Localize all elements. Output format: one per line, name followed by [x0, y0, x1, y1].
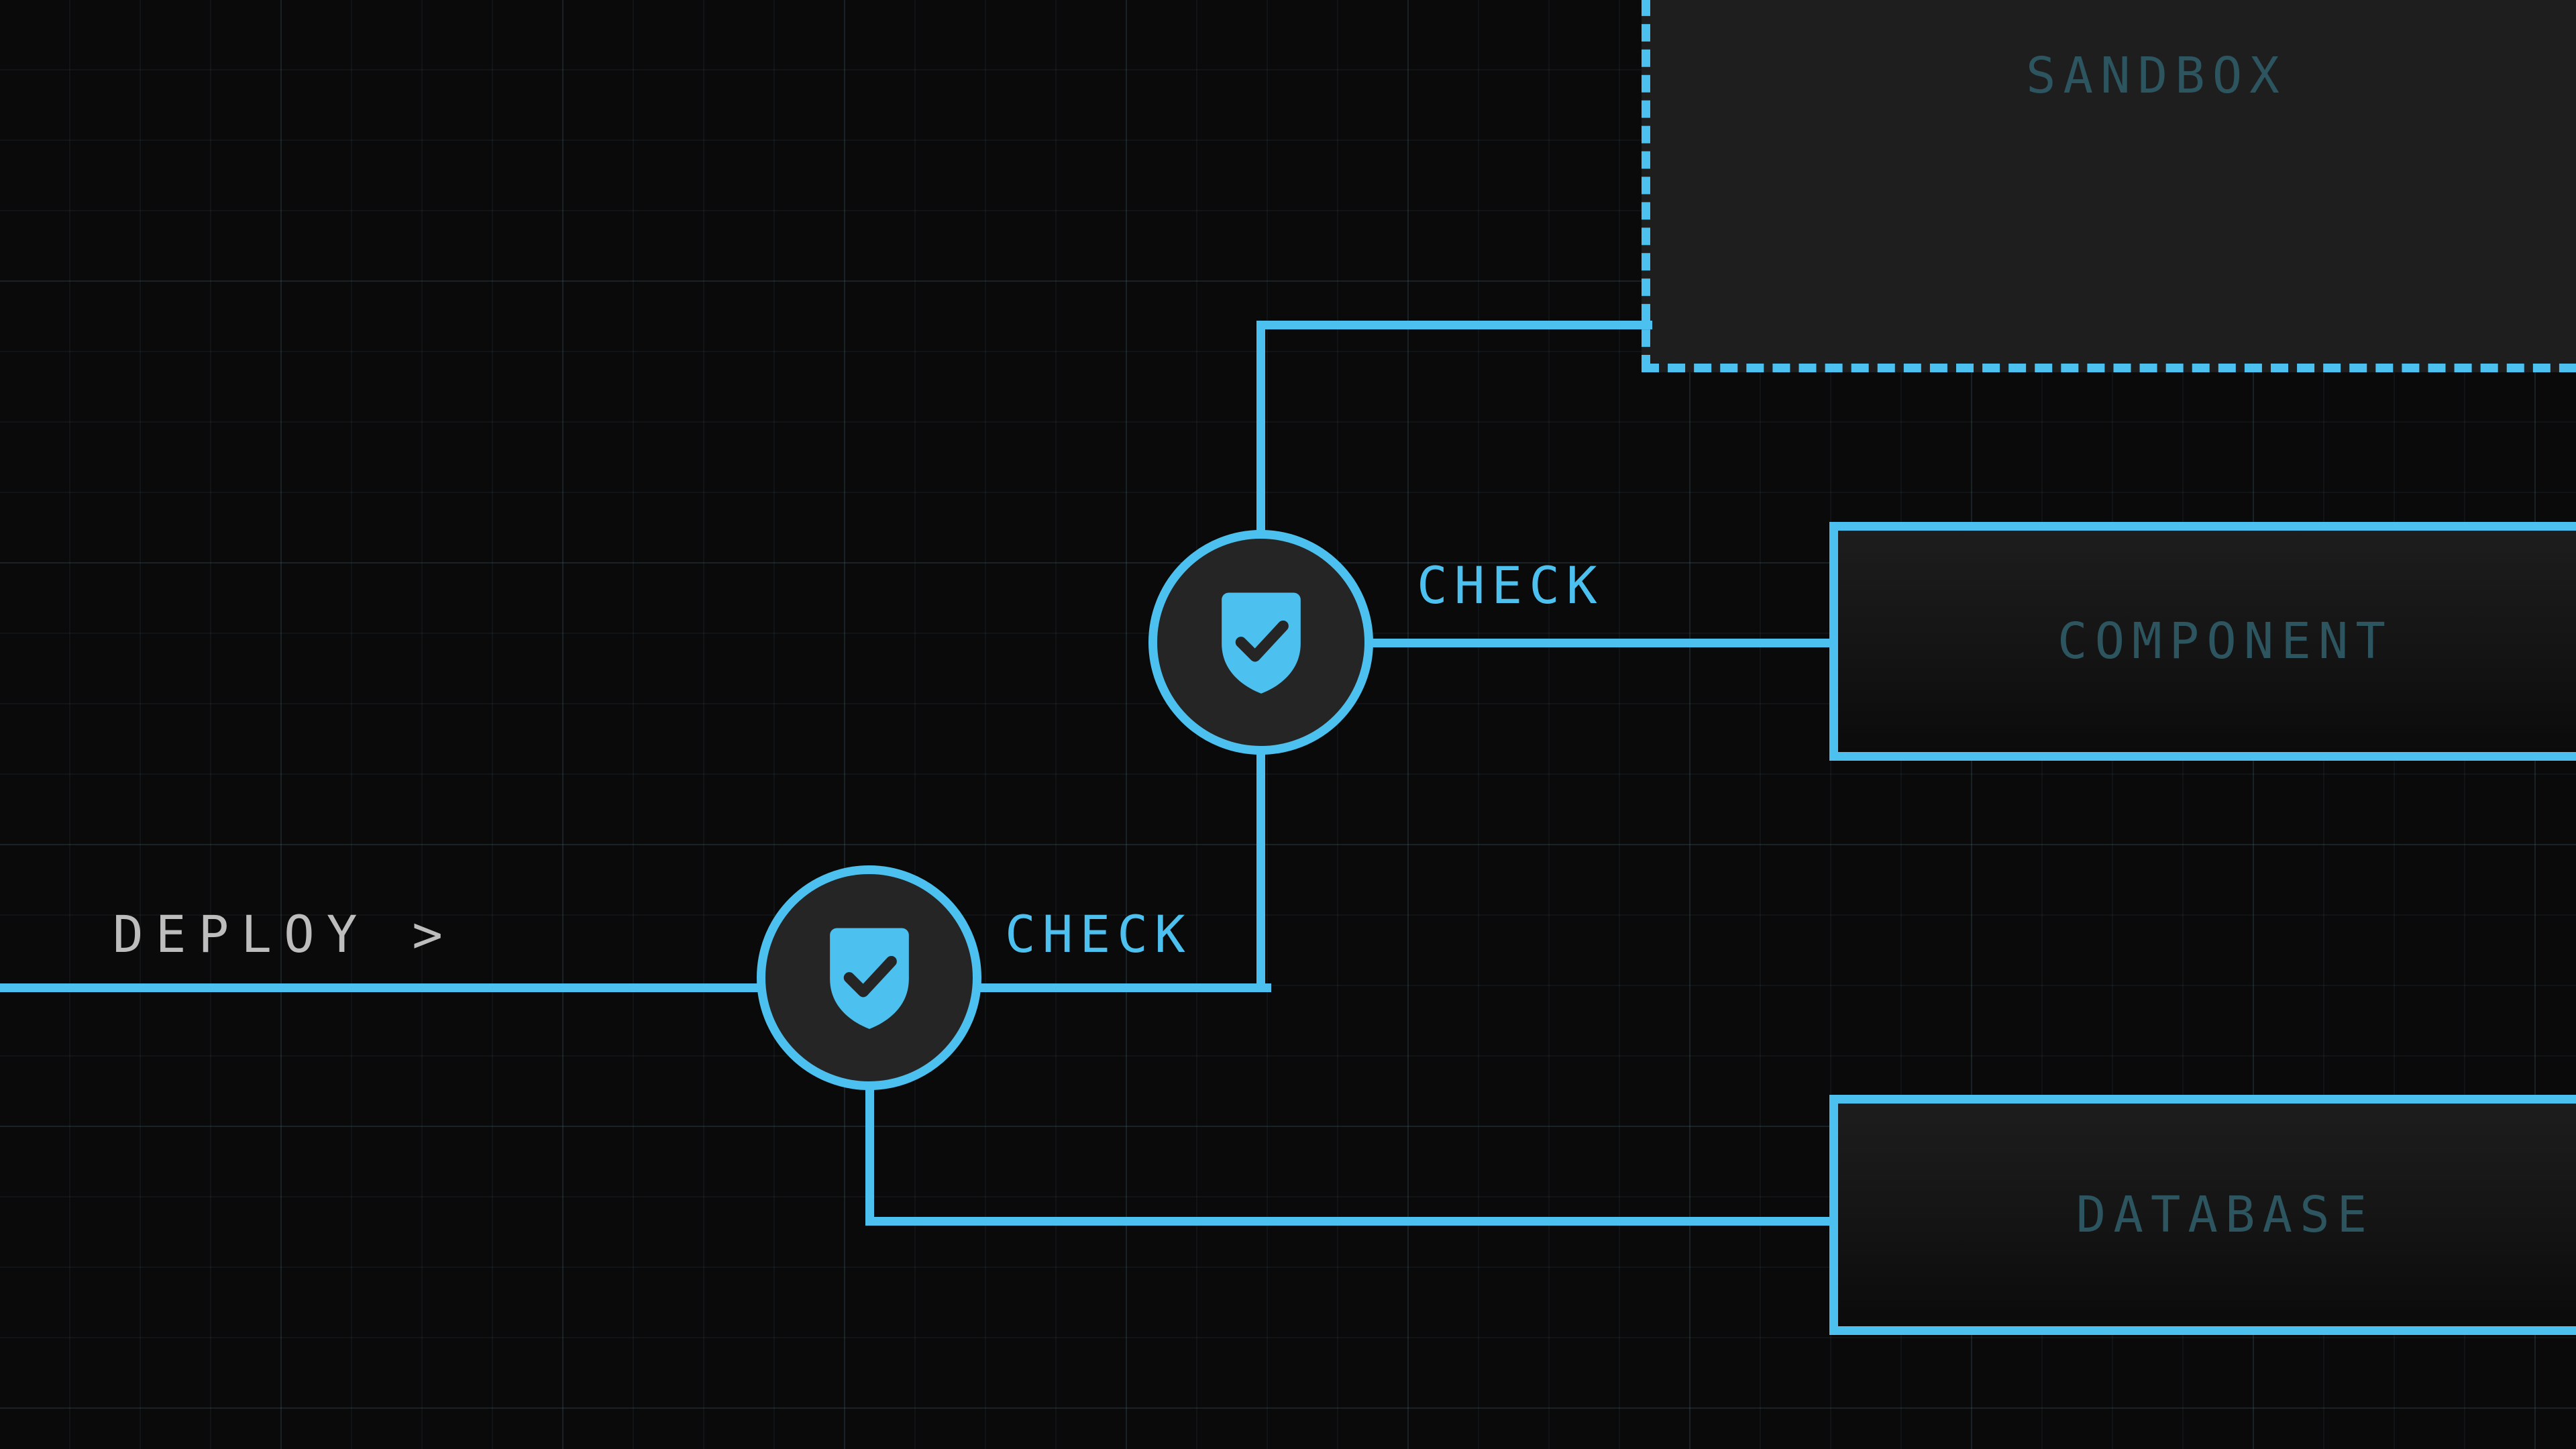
shield-check-icon [1221, 592, 1301, 694]
component-box-label: COMPONENT [2057, 612, 2393, 670]
connector-sandbox-link [1256, 321, 1652, 329]
connector-check-upper [1364, 639, 1838, 647]
component-box[interactable]: COMPONENT [1829, 522, 2576, 761]
check-node-upper[interactable] [1148, 530, 1373, 755]
sandbox-region [1642, 0, 2576, 372]
connector-riser-upper [1256, 747, 1265, 992]
connector-check-lower [974, 983, 1271, 992]
connector-sandbox-riser [1256, 321, 1265, 535]
check-label-lower: CHECK [1005, 904, 1192, 964]
connector-database-link [865, 1217, 1838, 1226]
check-label-upper: CHECK [1417, 555, 1604, 615]
connector-deploy-entry [0, 983, 765, 992]
deploy-label: DEPLOY > [113, 904, 455, 964]
sandbox-label: SANDBOX [2026, 47, 2287, 105]
shield-check-icon [829, 927, 909, 1029]
check-node-lower[interactable] [757, 865, 981, 1090]
database-box[interactable]: DATABASE [1829, 1095, 2576, 1335]
database-box-label: DATABASE [2076, 1186, 2375, 1244]
connector-database-drop [865, 1081, 874, 1226]
